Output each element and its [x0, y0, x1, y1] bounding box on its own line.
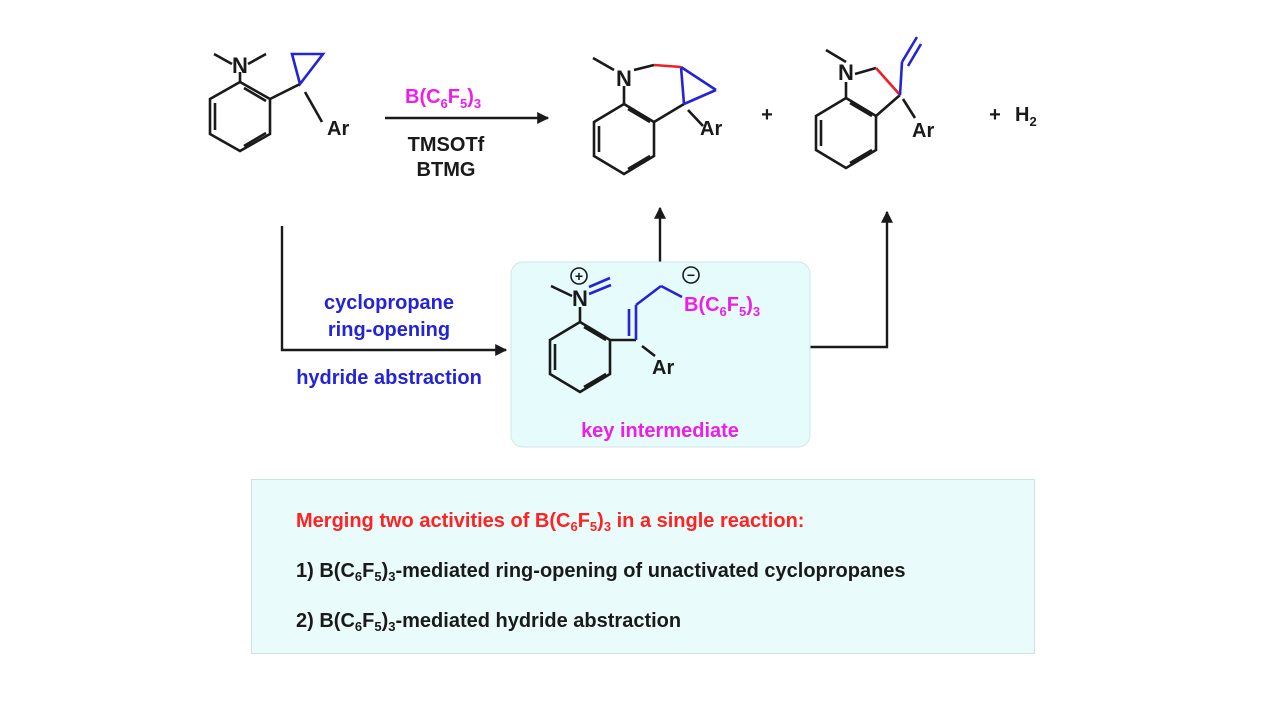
intermediate-aryl-label: Ar [652, 357, 674, 379]
start-aryl-label: Ar [327, 118, 349, 140]
product1-structure [592, 56, 704, 176]
summary-point-2: 2) B(C6F5)3-mediated hydride abstraction [296, 610, 682, 634]
intermediate-nitrogen-label: N [572, 286, 588, 311]
product1-nitrogen-label: N [616, 66, 632, 91]
product1-aryl-label: Ar [700, 118, 722, 140]
cation-symbol: + [575, 268, 583, 284]
intermediate-allyl-chain [588, 276, 683, 340]
product2-structure [814, 48, 917, 170]
intermediate-boron-label: B(C6F5)3 [684, 294, 760, 319]
plus-sign-2: + [989, 104, 1001, 126]
arrow-to-product2 [810, 210, 893, 349]
anion-symbol: − [687, 267, 695, 283]
product2-nitrogen-label: N [838, 60, 854, 85]
reaction-scheme: N Ar B(C6F5)3 TMSOTf BTMG N Ar + [208, 36, 1037, 448]
intermediate-caption: key intermediate [581, 420, 739, 442]
pathway-label-cyclopropane: cyclopropane [324, 292, 454, 314]
hydrogen-byproduct: H2 [1015, 104, 1037, 129]
product2-new-bond [875, 67, 901, 96]
plus-sign-1: + [761, 104, 773, 126]
intermediate-box [510, 261, 811, 448]
additive-btmg: BTMG [417, 159, 476, 181]
start-cyclopropane [290, 52, 326, 87]
product2-vinyl [898, 36, 923, 96]
pathway-label-ring-opening: ring-opening [328, 319, 450, 341]
cation-charge [570, 267, 588, 285]
catalyst-label: B(C6F5)3 [405, 86, 481, 111]
additive-tmsotf: TMSOTf [408, 134, 485, 156]
start-material [208, 52, 324, 153]
summary-box: Merging two activities of B(C6F5)3 in a … [251, 479, 1035, 654]
anion-charge [682, 266, 700, 284]
summary-point-1: 1) B(C6F5)3-mediated ring-opening of una… [296, 560, 906, 584]
product2-aryl-label: Ar [912, 120, 934, 142]
pathway-arrow-to-intermediate [280, 226, 508, 356]
pathway-label-hydride: hydride abstraction [296, 367, 482, 389]
product1-new-bond [653, 63, 682, 69]
product1-cyclopropane [679, 65, 717, 106]
intermediate-structure [548, 284, 656, 394]
start-nitrogen-label: N [232, 53, 248, 78]
summary-headline: Merging two activities of B(C6F5)3 in a … [296, 510, 805, 534]
